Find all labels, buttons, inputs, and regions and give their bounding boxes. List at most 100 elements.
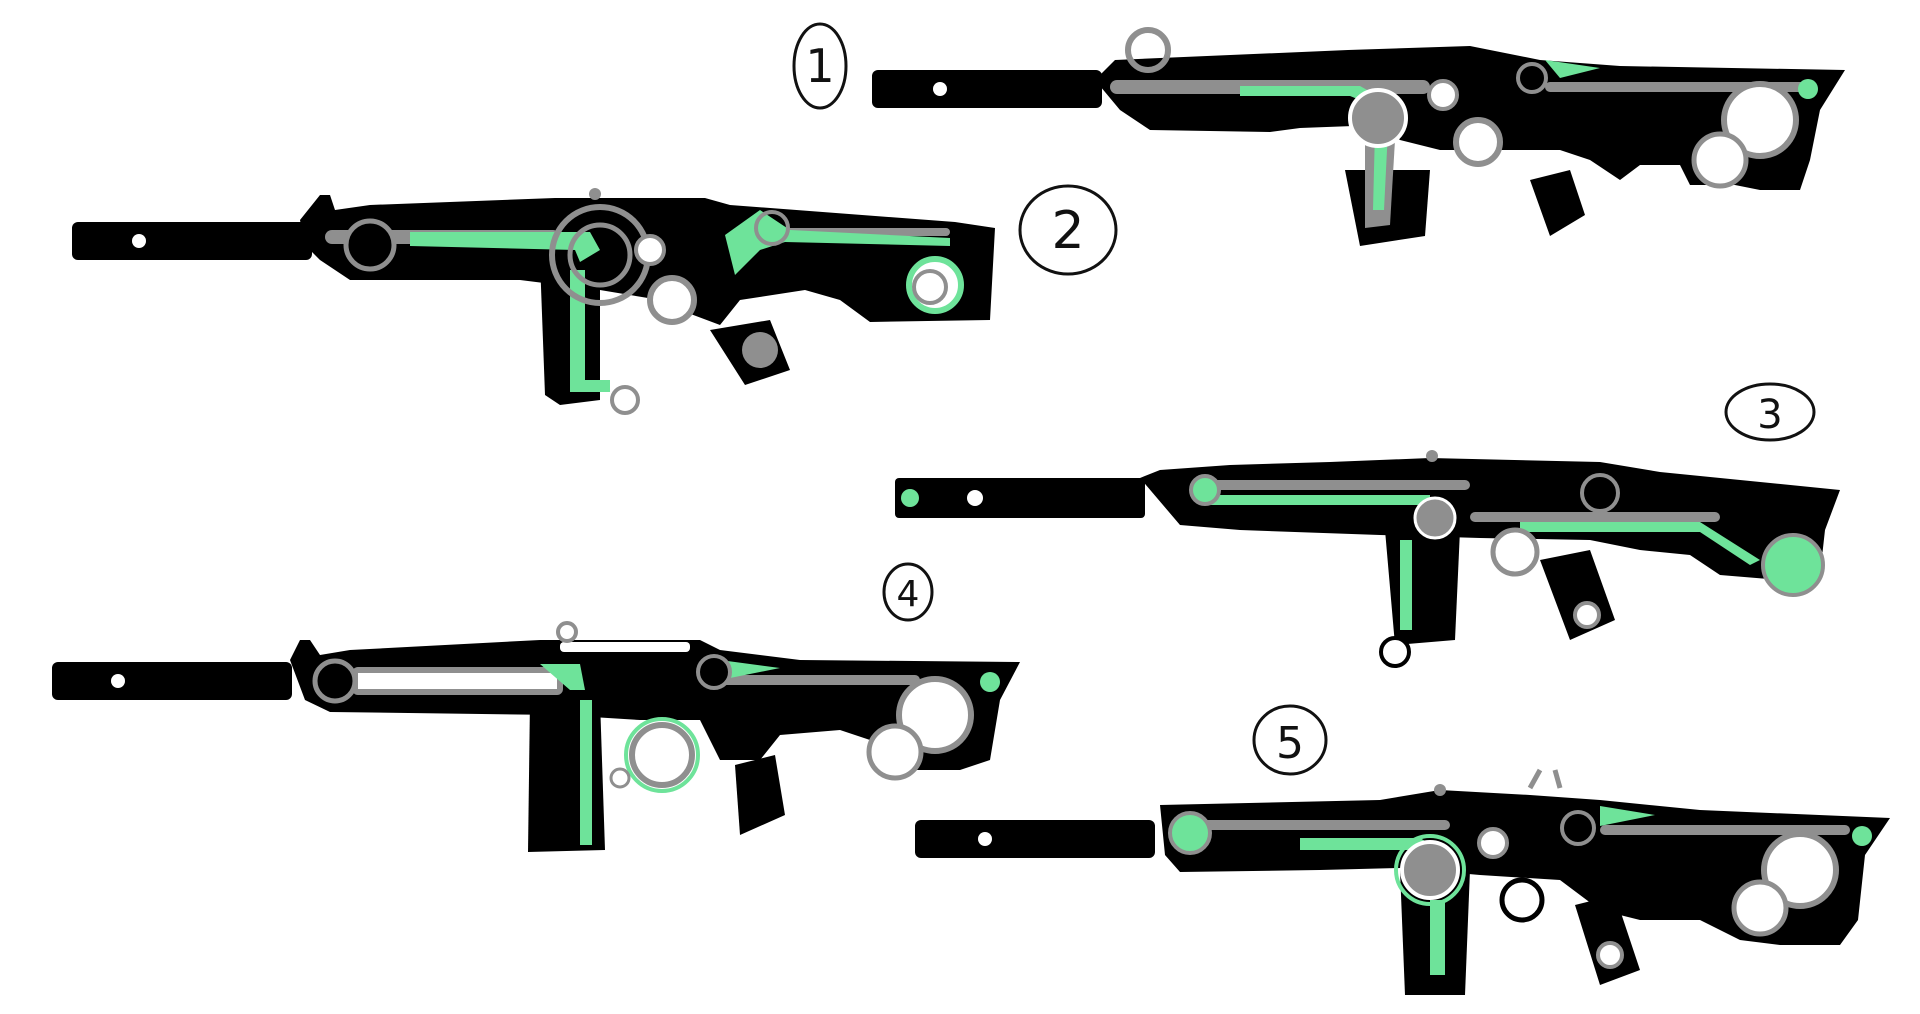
- variant-1-green-line: [1240, 86, 1385, 126]
- variant-3-front-dial: [1189, 474, 1221, 506]
- variant-3-sling-ring: [1379, 636, 1411, 668]
- variant-3-rifle: [895, 450, 1840, 668]
- variant-2-barrel: [72, 222, 312, 260]
- variant-4-grip-dot: [609, 767, 631, 789]
- variant-5-rear-grip: [1575, 895, 1640, 985]
- variant-1-barrel-port: [933, 82, 947, 96]
- variant-4-main-ring-outer: [624, 717, 700, 793]
- variant-3-number: 3: [1757, 392, 1782, 438]
- variant-4-dial-1: [696, 654, 732, 690]
- variant-1-number: 1: [805, 39, 834, 93]
- variant-4-stock-ring: [896, 676, 974, 754]
- variant-2-label: 2: [1018, 184, 1118, 276]
- variant-1-label: 1: [792, 22, 848, 110]
- variant-4-label-circle: [882, 562, 934, 622]
- variant-3-rear-grip: [1540, 550, 1615, 640]
- variant-3-label-circle: [1724, 382, 1816, 442]
- variant-5-barrel-port: [978, 832, 992, 846]
- variant-5-label-circle: [1252, 704, 1328, 776]
- variant-3-green-grip-line: [1400, 540, 1412, 630]
- variant-5-number: 5: [1276, 718, 1304, 769]
- variant-4-barrel-port: [111, 674, 125, 688]
- variant-5-top-rail: [1200, 820, 1450, 830]
- variant-2-sling-ring: [610, 385, 640, 415]
- variant-4-green-grip-line: [580, 700, 592, 845]
- variant-4-stock-rail: [720, 675, 920, 685]
- variant-1-rifle: [872, 27, 1845, 246]
- variant-1-rear-grip: [1530, 170, 1585, 236]
- variant-5-green-butt-dot: [1852, 826, 1872, 846]
- variant-3-pistol-grip: [1385, 530, 1460, 645]
- variant-1-label-circle: [792, 22, 848, 110]
- variant-5-rear-sight: [1527, 768, 1563, 790]
- variant-1-barrel: [872, 70, 1102, 108]
- variant-5-barrel: [915, 820, 1155, 858]
- variant-5-main-dial-outer: [1394, 834, 1466, 906]
- variant-2-number: 2: [1051, 201, 1084, 261]
- variant-4-stock-ring-2: [866, 723, 924, 781]
- variant-4-top-dot: [556, 621, 578, 643]
- variant-4-barrel: [52, 662, 292, 700]
- variant-1-dial-3: [1516, 62, 1548, 94]
- variant-5-green-stock-tip: [1600, 806, 1655, 826]
- variant-3-stock-rail: [1470, 512, 1720, 522]
- variant-4-top-rail: [352, 667, 563, 695]
- variant-4-front-ring: [312, 658, 358, 704]
- variant-4-green-front: [540, 664, 585, 690]
- variant-4-pistol-grip: [528, 700, 605, 852]
- variant-2-dial-2: [647, 275, 697, 325]
- variant-1-green-grip-line: [1373, 130, 1388, 210]
- variant-2-rifle: [72, 188, 995, 415]
- variant-4-green-butt-dot: [980, 672, 1000, 692]
- variant-5-stock-rail: [1600, 825, 1850, 835]
- variant-5-dial-2: [1499, 877, 1545, 923]
- variant-3-dial-2: [1490, 527, 1540, 577]
- variant-4-top-bar: [560, 642, 690, 652]
- variant-3-barrel: [895, 478, 1145, 518]
- variant-5-dial-3: [1560, 810, 1596, 846]
- variant-3-main-dial: [1413, 496, 1457, 540]
- variant-1-top-loop: [1125, 27, 1171, 73]
- variant-1-green-butt-dot: [1798, 79, 1818, 99]
- variant-2-sight-dial: [754, 210, 790, 246]
- variant-3-muzzle-dot: [901, 489, 919, 507]
- variant-1-stock-ring: [1721, 81, 1799, 159]
- variant-5-label: 5: [1252, 704, 1328, 776]
- variant-3-green-line: [1200, 495, 1430, 505]
- variant-3-grip-dot: [1573, 601, 1601, 629]
- variant-5-dial-1: [1477, 827, 1509, 859]
- variant-2-inner-ring: [567, 222, 633, 288]
- variant-4-label: 4: [882, 562, 934, 622]
- variant-2-grip-dot: [742, 332, 778, 368]
- variant-3-sight-dial: [1580, 473, 1620, 513]
- variant-2-stock-inner: [912, 269, 948, 305]
- variant-2-front-ring: [343, 218, 397, 272]
- variant-5-front-disc: [1168, 811, 1212, 855]
- variant-4-rear-grip: [735, 755, 785, 835]
- variant-5-small-port: [1476, 917, 1492, 933]
- variant-1-dial-2: [1453, 117, 1503, 167]
- variant-1-small-dial: [1427, 79, 1459, 111]
- variant-5-rifle: [915, 768, 1890, 995]
- variant-3-top-dot: [1426, 450, 1438, 462]
- variant-5-stock-ring: [1761, 831, 1839, 909]
- variant-3-barrel-port: [967, 490, 983, 506]
- variant-1-stock-ring-2: [1691, 131, 1749, 189]
- variant-2-sight-core: [765, 221, 779, 235]
- variant-5-top-dot: [1434, 784, 1446, 796]
- variant-4-number: 4: [897, 574, 920, 615]
- variant-3-green-stock-line: [1520, 522, 1760, 565]
- variant-3-top-rail: [1200, 480, 1470, 490]
- variant-5-stock-ring-2: [1731, 879, 1789, 937]
- variant-1-main-dial: [1348, 88, 1408, 148]
- variant-1-green-stock-tip: [1545, 60, 1600, 78]
- variant-5-grip-dot: [1596, 941, 1624, 969]
- variant-4-main-ring: [629, 722, 695, 788]
- variant-5-green-grip-line: [1430, 900, 1445, 975]
- variant-3-butt-disc: [1761, 533, 1825, 597]
- variant-3-label: 3: [1724, 382, 1816, 442]
- variant-2-label-circle: [1018, 184, 1118, 276]
- variant-2-top-dot: [589, 188, 601, 200]
- variant-4-green-stock-tip: [720, 660, 780, 680]
